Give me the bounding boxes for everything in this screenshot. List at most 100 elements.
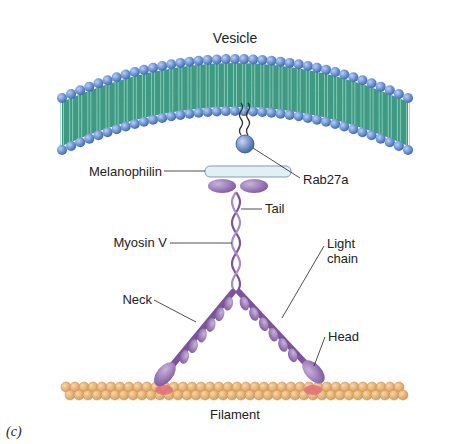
- actin-bead: [182, 390, 192, 400]
- part-label: Neck: [60, 292, 152, 307]
- actin-bead: [389, 390, 399, 400]
- lipid-head: [103, 75, 113, 85]
- lipid-head: [130, 67, 140, 77]
- leader-line: [253, 148, 300, 178]
- lipid-head: [321, 65, 331, 75]
- lipid-head: [330, 67, 340, 77]
- actin-bead: [380, 390, 390, 400]
- lipid-head: [84, 134, 94, 144]
- neck-helix: [170, 292, 233, 368]
- part-label: Filament: [185, 407, 285, 422]
- lipid-head: [312, 115, 322, 125]
- light-chain: [248, 306, 261, 322]
- binding-site: [155, 385, 173, 395]
- lipid-head: [367, 78, 377, 88]
- lipid-head: [385, 85, 395, 95]
- actin-bead: [326, 390, 336, 400]
- part-label: Rab27a: [303, 172, 383, 187]
- actin-bead: [335, 390, 345, 400]
- actin-bead: [128, 390, 138, 400]
- part-label: Light chain: [327, 236, 373, 266]
- leader-lines: [154, 148, 325, 366]
- lipid-head: [294, 111, 304, 121]
- panel-letter: (c): [6, 424, 46, 439]
- actin-bead: [173, 390, 183, 400]
- lipid-head: [139, 117, 149, 127]
- actin-bead: [146, 390, 156, 400]
- actin-bead: [101, 390, 111, 400]
- motor-head: [298, 356, 329, 387]
- lipid-head: [184, 57, 194, 67]
- lipid-bilayer: [57, 54, 413, 155]
- lipid-head: [212, 54, 222, 64]
- actin-bead: [245, 390, 255, 400]
- lipid-head: [376, 82, 386, 92]
- actin-bead: [218, 390, 228, 400]
- lipid-anchor: [240, 103, 243, 135]
- lipid-head: [239, 54, 249, 64]
- light-chain: [257, 316, 270, 332]
- actin-bead: [254, 390, 264, 400]
- actin-bead: [272, 390, 282, 400]
- lipid-head: [339, 70, 349, 80]
- lipid-head: [139, 65, 149, 75]
- actin-bead: [290, 390, 300, 400]
- actin-bead: [83, 390, 93, 400]
- lipid-head: [75, 85, 85, 95]
- lipid-head: [330, 119, 340, 129]
- light-chain: [277, 337, 290, 353]
- leader-line: [282, 246, 324, 318]
- light-chain: [214, 306, 226, 322]
- actin-bead: [263, 390, 273, 400]
- lipid-head: [203, 55, 213, 65]
- bilayer-core: [62, 63, 408, 146]
- lipid-head: [385, 137, 395, 147]
- lipid-head: [221, 106, 231, 116]
- lipid-head: [394, 141, 404, 151]
- lipid-head: [294, 59, 304, 69]
- lipid-head: [130, 119, 140, 129]
- lipid-head: [357, 75, 367, 85]
- lipid-head: [285, 110, 295, 120]
- part-label: Head: [328, 329, 388, 344]
- lipid-head: [348, 124, 358, 134]
- vesicle-region: Vesicle: [135, 30, 335, 52]
- lipid-anchor: [247, 103, 250, 135]
- lipid-head: [166, 59, 176, 69]
- part-label: Melanophilin: [60, 164, 162, 179]
- node-label: Vesicle: [135, 30, 335, 46]
- leader-line: [154, 300, 196, 322]
- light-chain: [267, 327, 280, 343]
- lipid-head: [348, 72, 358, 82]
- lipid-head: [148, 115, 158, 125]
- lipid-head: [57, 93, 67, 103]
- lipid-head: [221, 54, 231, 64]
- coil-strand: [232, 192, 240, 292]
- actin-bead: [200, 390, 210, 400]
- globular-tail: [208, 179, 236, 193]
- lipid-head: [175, 58, 185, 68]
- actin-bead: [362, 390, 372, 400]
- leader-line: [314, 337, 325, 366]
- lipid-head: [339, 122, 349, 132]
- lipid-head: [103, 127, 113, 137]
- lipid-head: [403, 93, 413, 103]
- actin-bead: [110, 390, 120, 400]
- lipid-head: [75, 137, 85, 147]
- lipid-head: [276, 57, 286, 67]
- actin-bead: [137, 390, 147, 400]
- lipid-head: [93, 130, 103, 140]
- lipid-head: [112, 124, 122, 134]
- leader-line: [164, 171, 205, 172]
- lipid-head: [266, 56, 276, 66]
- actin-bead: [227, 390, 237, 400]
- lipid-head: [312, 63, 322, 73]
- lipid-head: [166, 111, 176, 121]
- lipid-head: [230, 106, 240, 116]
- lipid-head: [194, 56, 204, 66]
- lipid-head: [84, 82, 94, 92]
- lipid-head: [248, 54, 258, 64]
- light-chain: [222, 296, 234, 312]
- lipid-head: [321, 117, 331, 127]
